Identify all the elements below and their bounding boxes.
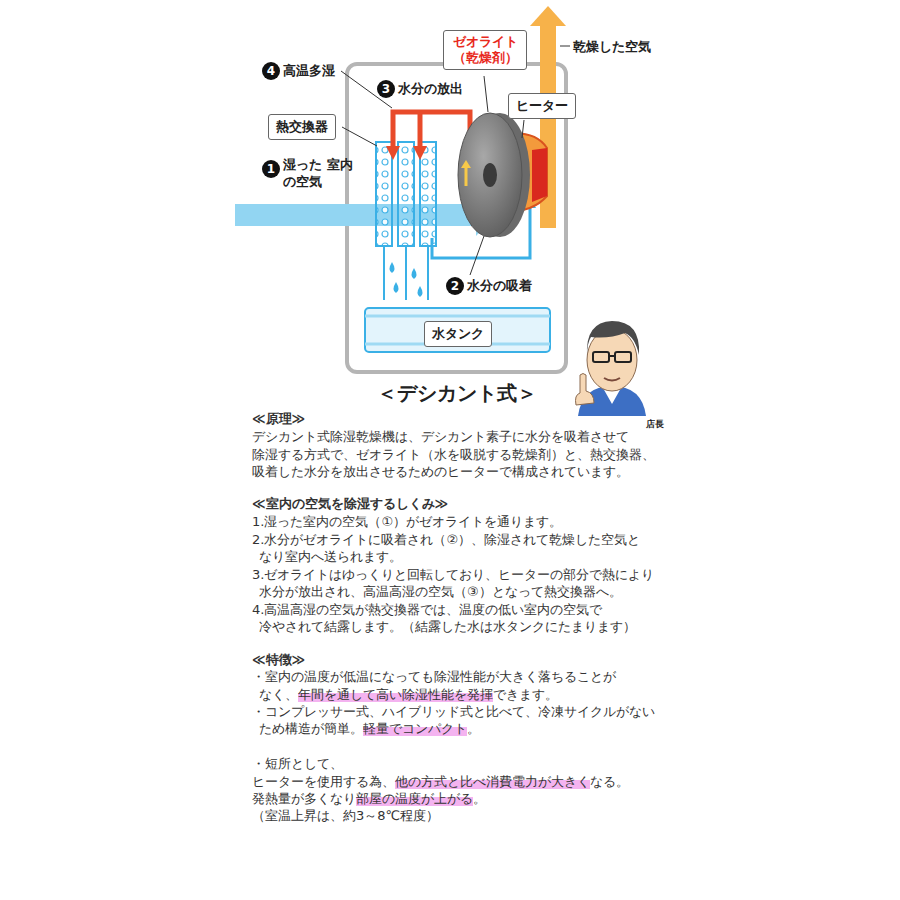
highlight-text: 部屋の温度が上がる [356,791,473,806]
heater-box: ヒーター [508,93,576,119]
body-line: 水分が放出され、高温高湿の空気（③）となって熱交換器へ。 [252,584,622,600]
body-line: ヒーターを使用する為、他の方式と比べ消費電力が大きくなる。 [252,774,629,790]
node-text: 熱交換器 [276,118,328,136]
body-line: 2.水分がゼオライトに吸着され（②）、除湿されて乾燥した空気と [252,532,640,548]
part-label: 高温多湿 [283,62,335,80]
diagram-caption: ＜デシカント式＞ [377,380,537,407]
body-line: 発熱量が多くなり部屋の温度が上がる。 [252,791,486,807]
node-text: ヒーター [516,97,568,115]
part-label: 水分の吸着 [467,277,532,295]
highlight-text: 年間を通して高い除湿性能を発揮 [298,687,493,702]
body-text: ・コンプレッサー式、ハイブリッド式と比べて、冷凍サイクルがない [252,704,655,719]
body-text: なく、 [259,687,298,702]
body-text: できます。 [493,687,558,702]
body-line: ・室内の温度が低温になっても除湿性能が大きく落ちることが [252,669,616,685]
body-text: ため構造が簡単。 [259,721,363,736]
highlight-text: 軽量でコンパクト [363,721,467,736]
part-label: 水分の放出 [398,80,463,98]
body-line: なり室内へ送られます。 [252,549,402,565]
body-line: ≪原理≫ [252,411,305,427]
node-text: 水タンク [432,325,484,343]
callout-number: 1 [262,160,280,178]
body-text: 3.ゼオライトはゆっくりと回転しており、ヒーターの部分で熱により [252,567,654,582]
body-line: 冷やされて結露します。（結露した水は水タンクにたまります） [252,619,636,635]
section-heading: ≪室内の空気を除湿するしくみ≫ [252,496,448,511]
body-line: 1.湿った室内の空気（①）がゼオライトを通ります。 [252,514,562,530]
body-line: ≪室内の空気を除湿するしくみ≫ [252,496,448,512]
highlight-text: 他の方式と比べ消費電力が大きく [395,774,590,789]
callout-number: 3 [377,80,395,98]
body-line: ・コンプレッサー式、ハイブリッド式と比べて、冷凍サイクルがない [252,704,655,720]
callout-number: 2 [446,277,464,295]
body-text: 。 [467,721,480,736]
water-tank-box: 水タンク [424,321,492,347]
body-text: ・室内の温度が低温になっても除湿性能が大きく落ちることが [252,669,616,684]
zeolite-box: ゼオライト （乾燥剤） [443,30,527,70]
part-label: 湿った 室内の空気 [283,156,355,190]
person-label: 店長 [646,418,664,431]
body-text: 4.高温高湿の空気が熱交換器では、温度の低い室内の空気で [252,602,602,617]
body-text: デシカント式除湿乾燥機は、デシカント素子に水分を吸着させて [252,429,629,444]
body-line: デシカント式除湿乾燥機は、デシカント素子に水分を吸着させて [252,429,629,445]
body-text: （室温上昇は、約3～8℃程度） [252,808,439,823]
callout-number: 4 [262,62,280,80]
body-text: 。 [473,791,486,806]
body-line: ため構造が簡単。軽量でコンパクト。 [252,721,480,737]
body-text: 水分が放出され、高温高湿の空気（③）となって熱交換器へ。 [259,584,622,599]
body-text: 1.湿った室内の空気（①）がゼオライトを通ります。 [252,514,562,529]
body-line: （室温上昇は、約3～8℃程度） [252,808,439,824]
heat-exchanger-box: 熱交換器 [268,114,336,140]
section-heading: ≪原理≫ [252,411,305,426]
body-line: 3.ゼオライトはゆっくりと回転しており、ヒーターの部分で熱により [252,567,654,583]
body-line: 除湿する方式で、ゼオライト（水を吸脱する乾燥剤）と、熱交換器、 [252,447,655,463]
body-text: なる。 [590,774,629,789]
part-label: 乾燥した空気 [573,38,651,56]
body-text: なり室内へ送られます。 [259,549,402,564]
body-text: 吸着した水分を放出させるためのヒーターで構成されています。 [252,464,629,479]
body-text: ヒーターを使用する為、 [252,774,395,789]
body-line: 吸着した水分を放出させるためのヒーターで構成されています。 [252,464,629,480]
body-text: 冷やされて結露します。（結露した水は水タンクにたまります） [259,619,636,634]
body-text: ・短所として、 [252,756,343,771]
body-line: ≪特徴≫ [252,652,305,668]
body-line: ・短所として、 [252,756,343,772]
body-text: 除湿する方式で、ゼオライト（水を吸脱する乾燥剤）と、熱交換器、 [252,447,655,462]
body-line: 4.高温高湿の空気が熱交換器では、温度の低い室内の空気で [252,602,602,618]
body-text: 発熱量が多くなり [252,791,356,806]
node-text: ゼオライト （乾燥剤） [451,34,519,66]
body-text: 2.水分がゼオライトに吸着され（②）、除湿されて乾燥した空気と [252,532,640,547]
body-line: なく、年間を通して高い除湿性能を発揮できます。 [252,687,558,703]
section-heading: ≪特徴≫ [252,652,305,667]
